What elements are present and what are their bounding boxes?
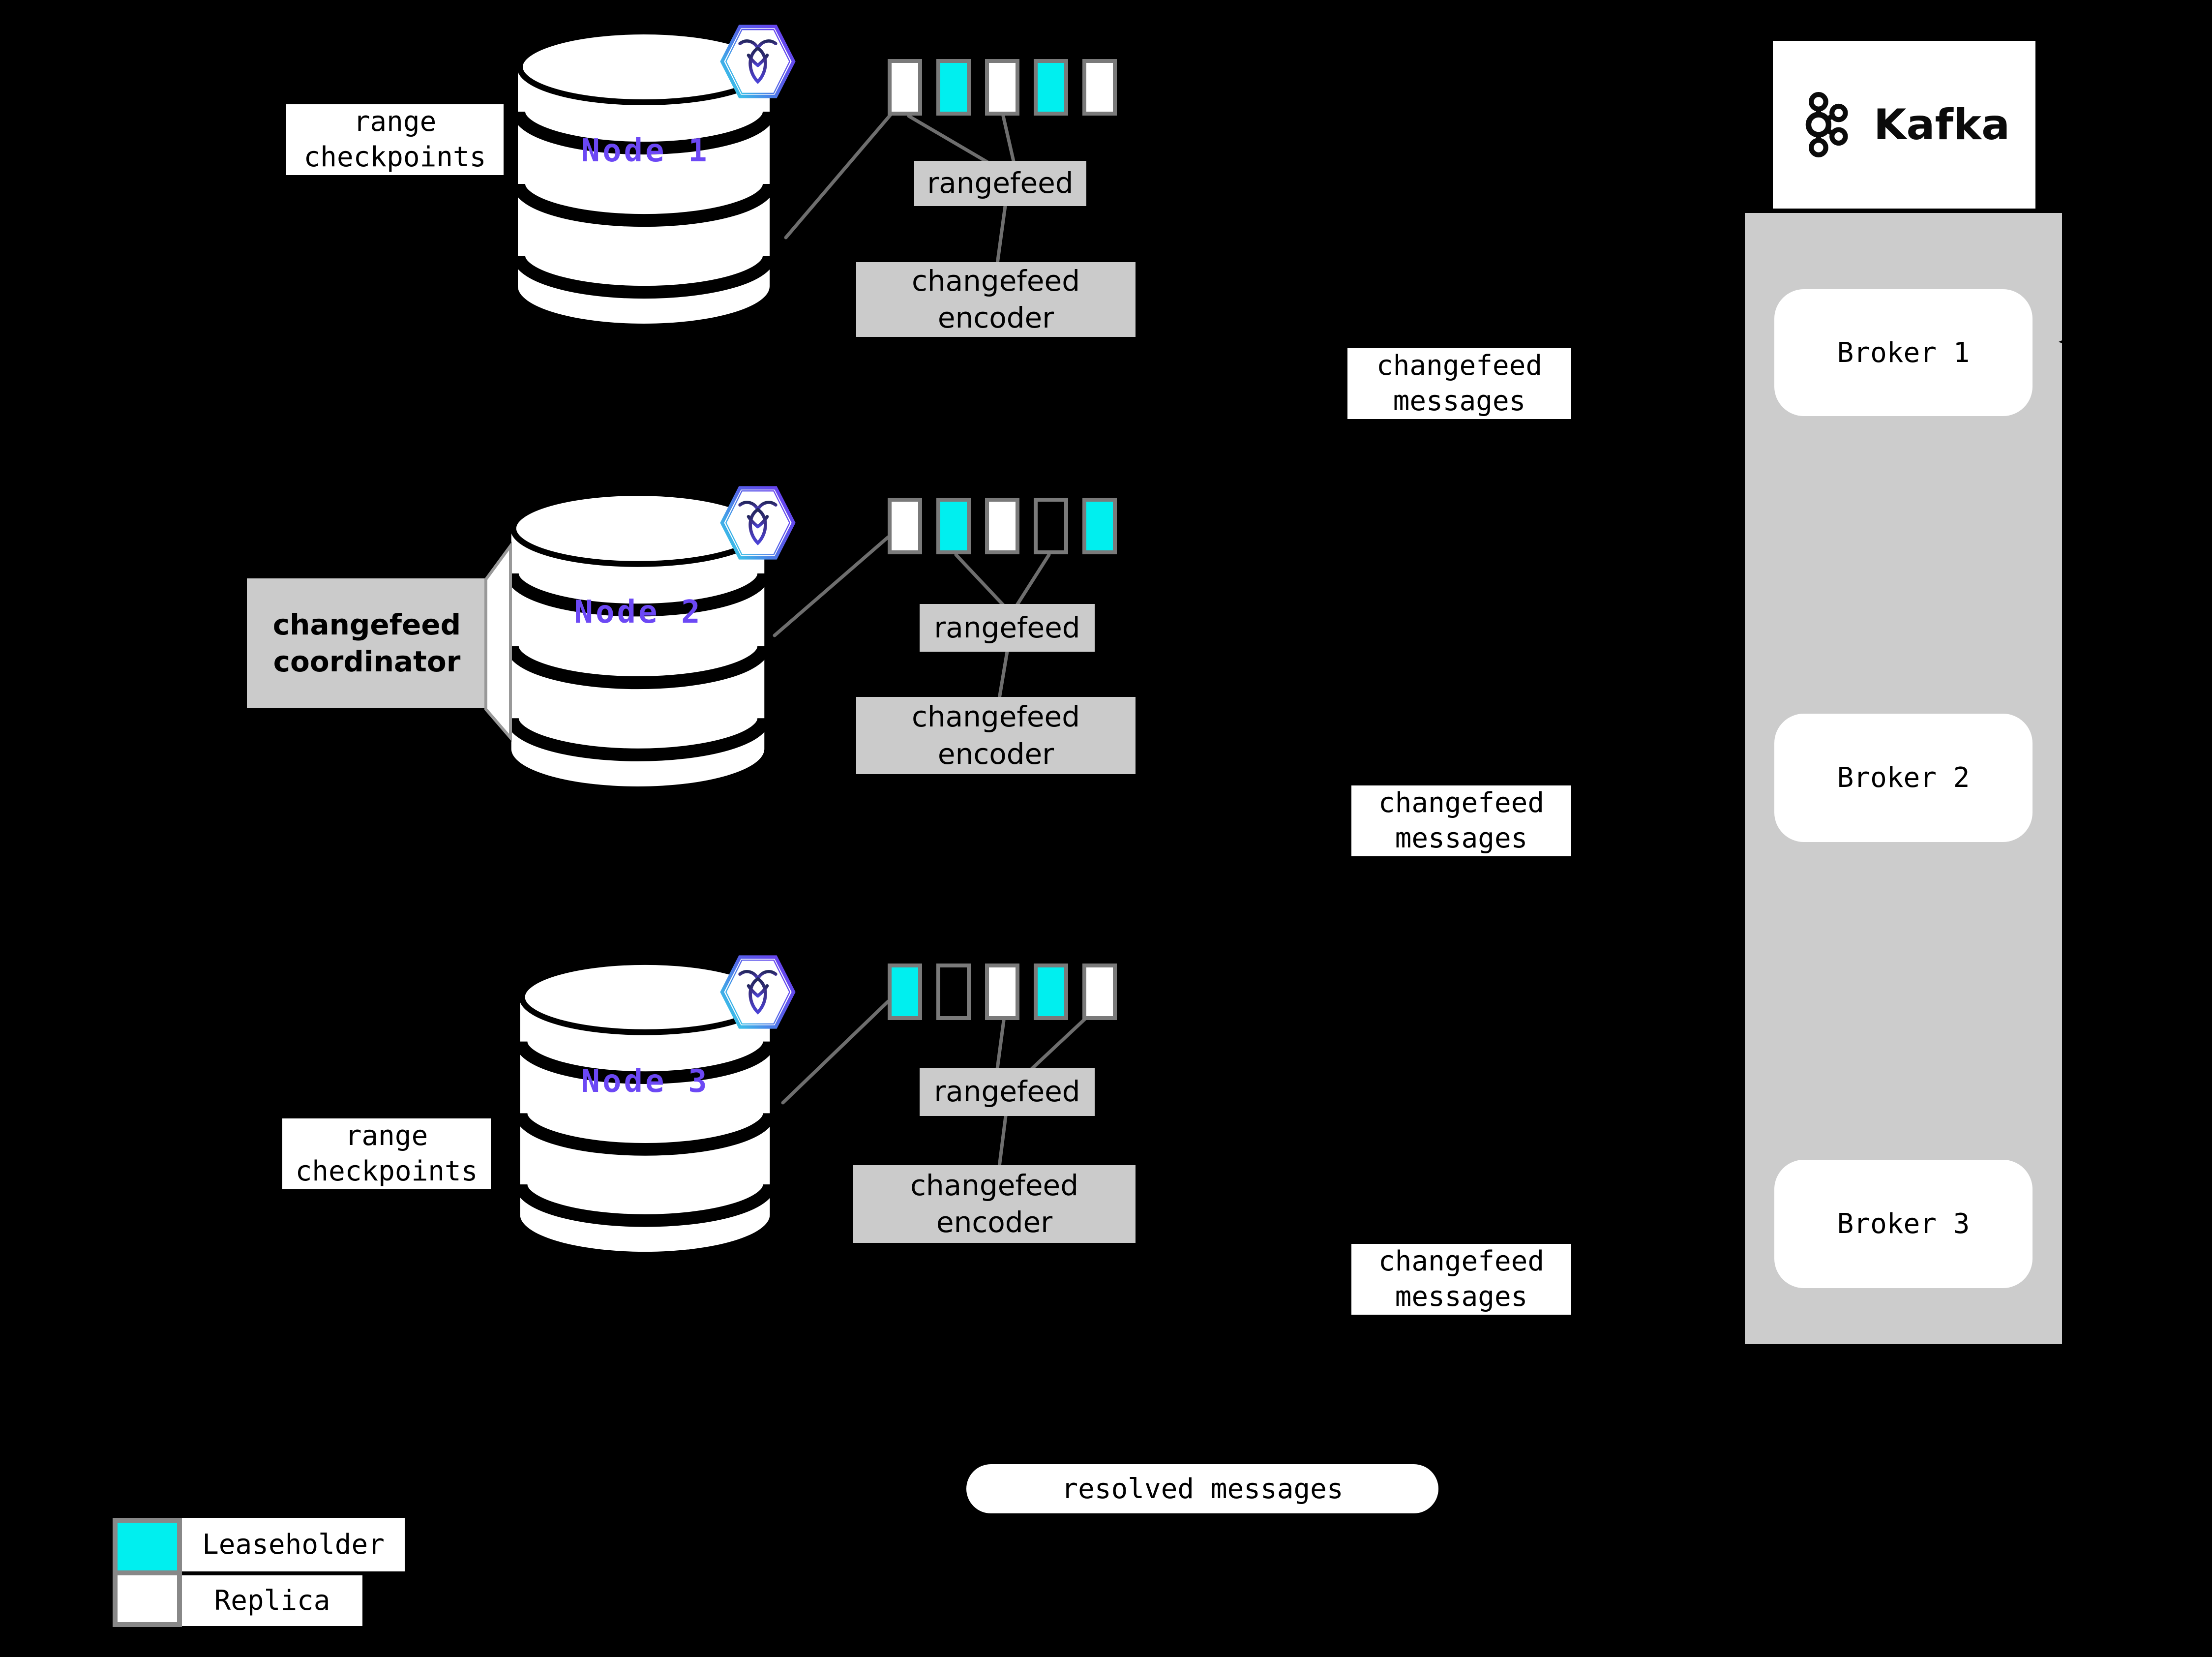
connector-rangefeed-to-encoder-2	[997, 650, 1009, 700]
range-empty	[1034, 498, 1068, 554]
range-replica	[888, 498, 922, 554]
broker-1: Broker 1	[1774, 289, 2033, 416]
range-leaseholder	[936, 498, 971, 554]
ranges-row-node3	[888, 964, 1117, 1020]
connector-range-to-rangefeed-1b	[1001, 114, 1016, 165]
node-1-label: Node 1	[581, 133, 710, 169]
range-replica	[985, 498, 1019, 554]
range-empty	[936, 964, 971, 1020]
range-leaseholder	[888, 964, 922, 1020]
range-leaseholder	[1082, 498, 1117, 554]
rangefeed-box-node1: rangefeed	[914, 161, 1086, 206]
range-checkpoints-label-top: range checkpoints	[286, 104, 504, 175]
connector-node3-to-ranges	[781, 999, 890, 1105]
connector-range-to-rangefeed-2b	[1015, 553, 1051, 607]
broker-3: Broker 3	[1774, 1160, 2033, 1288]
cockroachdb-hexagon-icon-node2	[720, 486, 796, 560]
changefeed-encoder-box-node1: changefeed encoder	[856, 262, 1136, 337]
connector-range-to-rangefeed-3b	[1030, 1017, 1087, 1071]
range-replica	[1082, 964, 1117, 1020]
changefeed-messages-label-1: changefeed messages	[1347, 348, 1571, 419]
ranges-row-node1	[888, 59, 1117, 116]
database-cylinder-node2	[508, 490, 769, 786]
range-checkpoints-label-bottom: range checkpoints	[282, 1118, 491, 1189]
connector-node2-to-ranges	[773, 535, 890, 637]
kafka-circles-icon	[1805, 92, 1848, 157]
broker-3-label: Broker 3	[1837, 1208, 1970, 1240]
legend-label-leaseholder: Leaseholder	[182, 1518, 405, 1571]
broker-2-label: Broker 2	[1837, 762, 1970, 794]
kafka-brand-label: Kafka	[1873, 100, 2010, 150]
legend-swatch-leaseholder	[113, 1518, 182, 1575]
connector-range-to-rangefeed-2a	[954, 553, 1005, 607]
connector-range-to-rangefeed-1a	[907, 114, 991, 165]
changefeed-encoder-box-node3: changefeed encoder	[853, 1165, 1136, 1243]
changefeed-encoder-box-node2: changefeed encoder	[856, 697, 1136, 774]
connector-rangefeed-to-encoder-3	[997, 1114, 1008, 1169]
changefeed-messages-label-3: changefeed messages	[1351, 1244, 1571, 1315]
rangefeed-box-node3: rangefeed	[920, 1068, 1095, 1116]
connector-node1-to-ranges	[784, 112, 893, 240]
changefeed-coordinator-box: changefeed coordinator	[247, 578, 487, 708]
kafka-logo-box: Kafka	[1773, 41, 2035, 209]
range-leaseholder	[1034, 59, 1068, 116]
connector-rangefeed-to-encoder-1	[995, 204, 1007, 266]
legend-swatch-replica	[113, 1570, 182, 1627]
resolved-messages-pill: resolved messages	[966, 1464, 1438, 1513]
range-leaseholder	[1034, 964, 1068, 1020]
range-leaseholder	[936, 59, 971, 116]
connector-range-to-rangefeed-3a	[995, 1019, 1006, 1071]
broker-2: Broker 2	[1774, 714, 2033, 842]
ranges-row-node2	[888, 498, 1117, 554]
legend-label-replica: Replica	[182, 1575, 362, 1626]
cockroachdb-hexagon-icon-node1	[720, 25, 796, 98]
node-3-label: Node 3	[581, 1063, 710, 1100]
arrowhead-into-kafka-icon	[2059, 326, 2096, 358]
coordinator-callout-shape	[484, 541, 512, 742]
range-replica	[1082, 59, 1117, 116]
database-cylinder-node3	[515, 959, 776, 1252]
range-replica	[985, 964, 1019, 1020]
cockroachdb-hexagon-icon-node3	[720, 955, 796, 1029]
node-2-label: Node 2	[574, 594, 703, 631]
changefeed-messages-label-2: changefeed messages	[1351, 785, 1571, 856]
range-replica	[888, 59, 922, 116]
broker-1-label: Broker 1	[1837, 336, 1970, 369]
range-replica	[985, 59, 1019, 116]
rangefeed-box-node2: rangefeed	[920, 604, 1095, 652]
